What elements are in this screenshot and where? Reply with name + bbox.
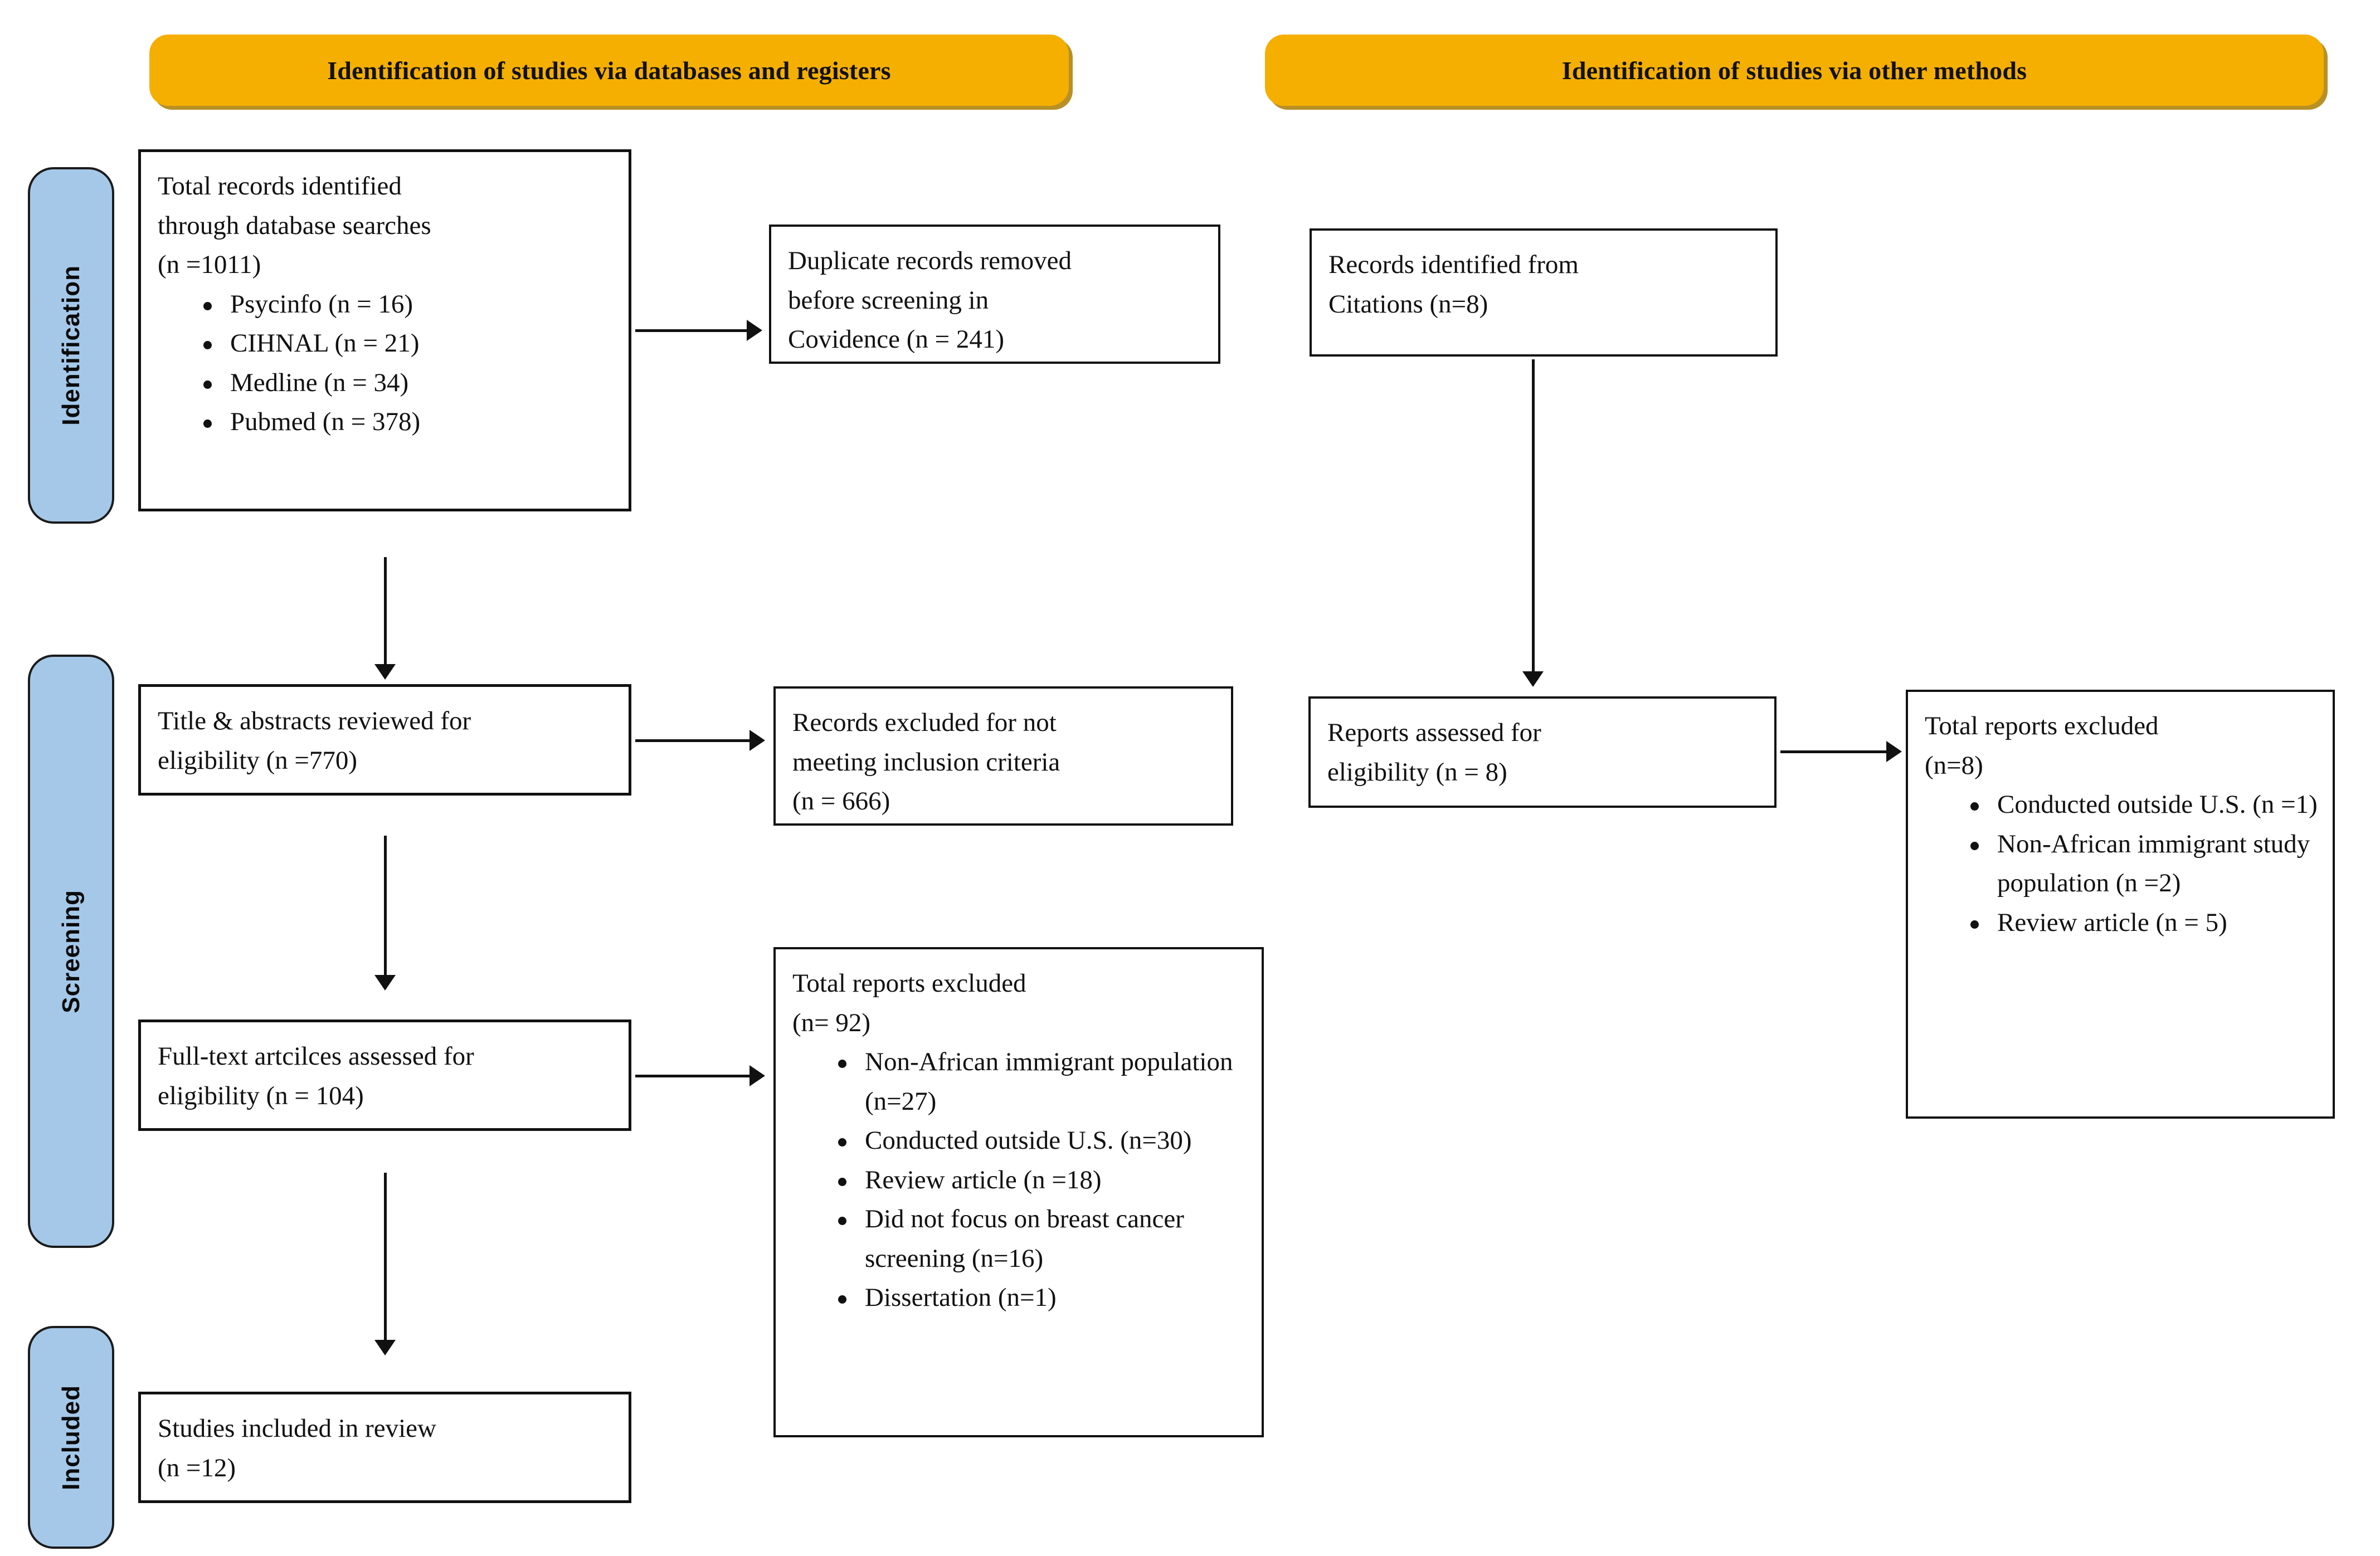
stage-label-screening: Screening <box>28 655 114 1248</box>
records-excluded-line-1: Records excluded for not <box>792 708 1057 737</box>
duplicates-removed-line-3: Covidence (n = 241) <box>788 325 1005 354</box>
records-identified-line-3: (n =1011) <box>158 250 261 279</box>
records-excluded-line-2: meeting inclusion criteria <box>792 747 1060 777</box>
fulltext-assessed-line-2: eligibility (n = 104) <box>158 1081 364 1110</box>
reports-excluded-other-line-2: (n=8) <box>1925 750 1983 780</box>
reports-excluded-other-list: Conducted outside U.S. (n =1) Non-Africa… <box>1925 785 2318 942</box>
reports-assessed-other-line-2: eligibility (n = 8) <box>1327 757 1507 787</box>
node-records-excluded: Records excluded for not meeting inclusi… <box>773 686 1233 826</box>
arrow-title-abstracts-to-records-excluded <box>635 730 775 752</box>
records-identified-line-1: Total records identified <box>158 172 402 201</box>
arrow-reports-assessed-to-reports-excluded-other <box>1780 741 1909 763</box>
title-abstracts-line-2: eligibility (n =770) <box>158 745 358 775</box>
records-from-citations-line-2: Citations (n=8) <box>1328 289 1488 319</box>
studies-included-line-2: (n =12) <box>158 1453 236 1482</box>
arrow-records-to-title-abstracts <box>374 557 397 685</box>
arrow-title-abstracts-to-fulltext <box>374 836 397 997</box>
records-from-citations-line-1: Records identified from <box>1328 250 1579 279</box>
duplicates-removed-line-2: before screening in <box>788 285 989 315</box>
node-studies-included: Studies included in review (n =12) <box>138 1392 631 1503</box>
reports-assessed-other-line-1: Reports assessed for <box>1327 718 1541 747</box>
records-excluded-line-3: (n = 666) <box>792 787 890 816</box>
studies-included-line-1: Studies included in review <box>158 1414 436 1443</box>
duplicates-removed-line-1: Duplicate records removed <box>788 246 1072 275</box>
stage-label-identification-text: Identification <box>57 265 85 426</box>
list-item: Non-African immigrant population (n=27) <box>835 1042 1247 1121</box>
arrow-citations-to-reports-assessed <box>1522 359 1545 694</box>
banner-databases-label: Identification of studies via databases … <box>327 56 891 85</box>
node-duplicates-removed: Duplicate records removed before screeni… <box>769 225 1220 364</box>
records-identified-source-list: Psycinfo (n = 16) CIHNAL (n = 21) Medlin… <box>158 285 614 442</box>
node-reports-excluded-other: Total reports excluded (n=8) Conducted o… <box>1906 690 2335 1119</box>
arrow-fulltext-to-studies-included <box>374 1173 397 1362</box>
list-item: Review article (n = 5) <box>1967 903 2318 943</box>
list-item: CIHNAL (n = 21) <box>200 324 614 363</box>
stage-label-screening-text: Screening <box>57 889 85 1013</box>
reports-excluded-db-list: Non-African immigrant population (n=27) … <box>792 1042 1247 1318</box>
stage-label-included-text: Included <box>57 1384 85 1490</box>
banner-databases-and-registers: Identification of studies via databases … <box>149 35 1069 106</box>
list-item: Conducted outside U.S. (n =1) <box>1967 785 2318 825</box>
records-identified-line-2: through database searches <box>158 211 431 240</box>
list-item: Dissertation (n=1) <box>835 1278 1247 1318</box>
node-records-from-citations: Records identified from Citations (n=8) <box>1310 228 1778 357</box>
reports-excluded-other-line-1: Total reports excluded <box>1925 711 2159 740</box>
list-item: Did not focus on breast cancer screening… <box>835 1199 1247 1278</box>
stage-label-identification: Identification <box>28 167 114 524</box>
list-item: Non-African immigrant study population (… <box>1967 825 2318 903</box>
list-item: Psycinfo (n = 16) <box>200 285 614 324</box>
node-fulltext-assessed: Full-text artcilces assessed for eligibi… <box>138 1020 631 1131</box>
list-item: Medline (n = 34) <box>200 363 614 403</box>
reports-excluded-db-line-1: Total reports excluded <box>792 969 1026 998</box>
node-reports-excluded-db: Total reports excluded (n= 92) Non-Afric… <box>773 947 1264 1437</box>
node-reports-assessed-other: Reports assessed for eligibility (n = 8) <box>1308 696 1777 808</box>
node-title-abstracts: Title & abstracts reviewed for eligibili… <box>138 684 631 796</box>
fulltext-assessed-line-1: Full-text artcilces assessed for <box>158 1042 474 1071</box>
list-item: Conducted outside U.S. (n=30) <box>835 1121 1247 1160</box>
node-records-identified: Total records identified through databas… <box>138 149 631 511</box>
list-item: Pubmed (n = 378) <box>200 402 614 442</box>
stage-label-included: Included <box>28 1326 114 1549</box>
list-item: Review article (n =18) <box>835 1160 1247 1200</box>
arrow-fulltext-to-reports-excluded-db <box>635 1065 775 1087</box>
banner-other-methods: Identification of studies via other meth… <box>1265 35 2324 106</box>
reports-excluded-db-line-2: (n= 92) <box>792 1008 871 1037</box>
title-abstracts-line-1: Title & abstracts reviewed for <box>158 706 471 735</box>
banner-other-methods-label: Identification of studies via other meth… <box>1561 56 2027 85</box>
arrow-records-to-duplicates <box>635 320 769 342</box>
